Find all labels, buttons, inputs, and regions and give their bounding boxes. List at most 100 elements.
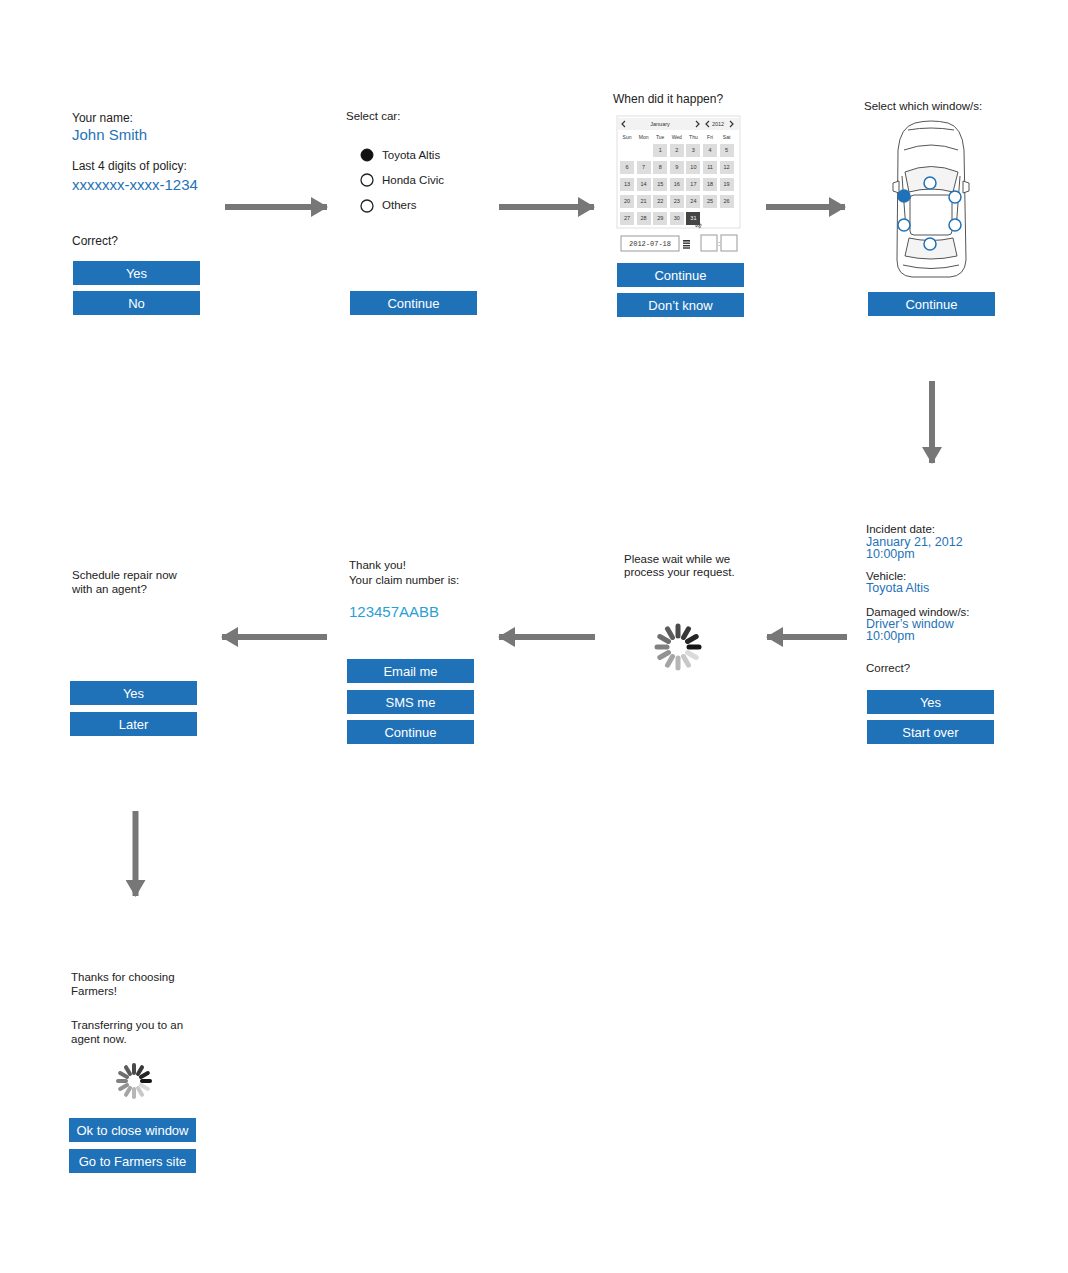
spinner-spoke: [688, 653, 697, 658]
phone-screen-node: Thank you!Your claim number is:123457AAB…: [327, 463, 499, 811]
calendar-day: 23: [670, 195, 684, 208]
chevron-icon: [622, 121, 625, 127]
calendar-day: 12: [720, 161, 734, 174]
calendar-day: 26: [720, 195, 734, 208]
action-button: Yes: [867, 690, 994, 714]
action-button: Continue: [617, 263, 744, 287]
button-label: Email me: [383, 664, 437, 679]
calendar-day: 15: [653, 178, 667, 191]
calendar-day: 8: [653, 161, 667, 174]
calendar-day: 30: [670, 212, 684, 225]
flow-arrow: [766, 204, 845, 210]
spinner-spoke: [660, 653, 669, 658]
calendar-day: 21: [637, 195, 651, 208]
prompt-text: Your name:: [72, 111, 210, 125]
home-button: [917, 768, 949, 800]
spinner-spoke: [132, 1065, 136, 1073]
calendar-label: Wed: [669, 133, 684, 141]
phone-screen-node: Incident date:January 21, 2012 10:00pmVe…: [847, 463, 1019, 811]
phone-outline: [53, 33, 225, 381]
value-text: John Smith: [72, 126, 210, 144]
calendar-header: [618, 118, 739, 130]
button-label: Yes: [123, 686, 144, 701]
date-input: [621, 236, 679, 251]
prompt-text: Thank you!: [349, 559, 479, 573]
flow-arrow: [133, 811, 139, 896]
prompt-text: Correct?: [866, 662, 996, 676]
phone-speaker: [116, 488, 142, 493]
calendar-day: 6: [620, 161, 634, 174]
flow-arrow: [225, 204, 327, 210]
button-label: Yes: [126, 266, 147, 281]
calendar-day: 22: [653, 195, 667, 208]
action-button: Continue: [868, 292, 995, 316]
calendar-day: 9: [670, 161, 684, 174]
button-label: Continue: [384, 725, 436, 740]
home-button: [119, 1201, 151, 1233]
spinner-spoke: [688, 637, 697, 642]
flow-arrow: [222, 634, 327, 640]
spinner-spoke: [689, 645, 699, 650]
action-button: Later: [70, 712, 197, 736]
chevron-icon: [730, 121, 733, 127]
radio-button: [361, 174, 373, 186]
flow-arrow: [767, 634, 847, 640]
phone-camera: [102, 920, 108, 926]
window-selector: [898, 177, 961, 250]
phone-camera: [106, 57, 112, 63]
home-button-icon: [131, 779, 141, 789]
phone-outline: [49, 896, 221, 1244]
spinner-spoke: [668, 657, 673, 666]
spinner-spoke: [120, 1073, 127, 1077]
button-label: SMS me: [386, 695, 436, 710]
phone-screen-node: Please wait while we process your reques…: [595, 463, 767, 811]
phone-outline: [327, 463, 499, 811]
calendar-label: 2012: [709, 120, 727, 129]
calendar-day: 10: [686, 161, 700, 174]
phone-body: [50, 463, 222, 811]
spinner-spoke: [132, 1089, 136, 1097]
calendar-day: 7: [637, 161, 651, 174]
button-label: Start over: [902, 725, 958, 740]
phone-speaker: [661, 488, 687, 493]
phone-camera: [103, 487, 109, 493]
phone-screen-node: Schedule repair now with an agent?YesLat…: [50, 463, 222, 811]
prompt-text: Thanks for choosing Farmers!: [71, 970, 191, 999]
prompt-text: Transferring you to an agent now.: [71, 1018, 193, 1047]
calendar-day: 27: [620, 212, 634, 225]
phone-body: [847, 463, 1019, 811]
action-button: SMS me: [347, 690, 474, 714]
value-text: Driver’s window 10:00pm: [866, 618, 988, 643]
phone-screen: [606, 87, 753, 327]
phone-speaker: [911, 58, 937, 63]
action-button: Don’t know: [617, 293, 744, 317]
flow-arrow: [499, 634, 595, 640]
home-button: [120, 768, 152, 800]
calendar-day: 5: [720, 144, 734, 157]
button-label: Continue: [387, 296, 439, 311]
home-button-icon: [408, 349, 418, 359]
spinner-spoke: [142, 1079, 150, 1083]
phone-camera: [380, 487, 386, 493]
calendar-label: Sat: [719, 133, 734, 141]
calendar-day: 17: [686, 178, 700, 191]
phone-outline: [50, 463, 222, 811]
home-button-icon: [675, 349, 685, 359]
phone-body: [595, 463, 767, 811]
home-button-icon: [408, 779, 418, 789]
flow-arrow: [499, 204, 594, 210]
button-label: Don’t know: [648, 298, 712, 313]
calendar-frame: [617, 116, 740, 228]
phone-screen-node: Select car:Toyota AltisHonda CivicOthers…: [327, 33, 499, 381]
car-illustration: [893, 121, 969, 277]
calendar-day: 18: [703, 178, 717, 191]
phone-screen: [62, 517, 209, 757]
calendar-label: Fri: [703, 133, 718, 141]
value-text: xxxxxxx-xxxx-1234: [72, 176, 212, 194]
button-label: Later: [119, 717, 149, 732]
phone-body: [327, 33, 499, 381]
calendar-day: 25: [703, 195, 717, 208]
action-button: Yes: [70, 681, 197, 705]
button-label: Go to Farmers site: [79, 1154, 187, 1169]
